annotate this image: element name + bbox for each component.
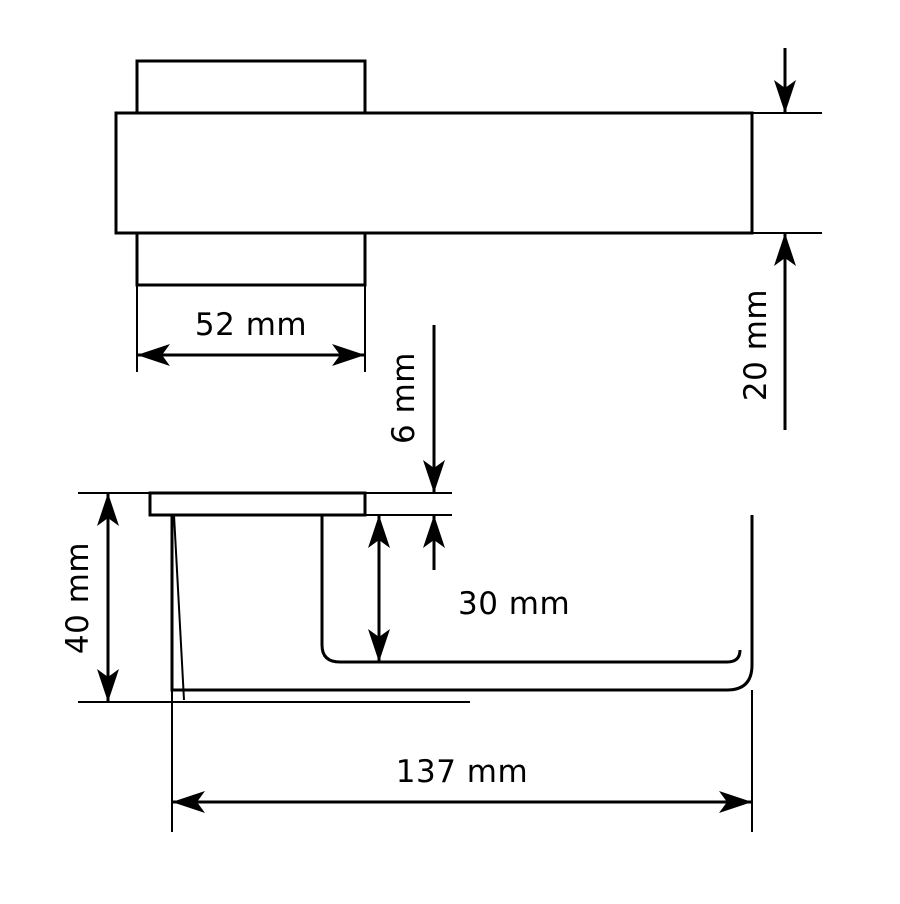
dim-label-40mm: 40 mm bbox=[60, 542, 96, 654]
rosette-plate-side-view bbox=[148, 491, 367, 517]
dim-label-52mm: 52 mm bbox=[195, 307, 307, 343]
handle-body-outline bbox=[170, 515, 754, 692]
neck-sliver-edge bbox=[173, 514, 185, 701]
arrow-down-30mm bbox=[368, 629, 390, 662]
arrow-down-40mm bbox=[97, 669, 119, 702]
arrow-down-6mm bbox=[423, 460, 445, 493]
side-view-group bbox=[78, 491, 754, 832]
arrow-right-52mm bbox=[332, 344, 365, 366]
arrow-up-30mm bbox=[368, 515, 390, 548]
rosette-upper-block bbox=[135, 59, 367, 115]
arrow-left-137mm bbox=[172, 791, 205, 813]
dimension-30mm: 30 mm bbox=[368, 515, 570, 662]
dim-label-6mm: 6 mm bbox=[386, 352, 422, 444]
lever-bar-top-view bbox=[114, 111, 754, 235]
lever-top-contour bbox=[320, 515, 742, 664]
dimension-52mm: 52 mm bbox=[137, 307, 365, 366]
arrow-left-52mm bbox=[137, 344, 170, 366]
dimension-137mm: 137 mm bbox=[172, 754, 752, 813]
dim-label-137mm: 137 mm bbox=[396, 754, 528, 790]
arrow-up-20mm bbox=[774, 233, 796, 266]
top-view-group bbox=[114, 59, 822, 372]
arrow-up-40mm bbox=[97, 493, 119, 526]
rosette-lower-block bbox=[135, 231, 367, 287]
dim-label-20mm: 20 mm bbox=[738, 289, 774, 401]
dimension-6mm: 6 mm bbox=[386, 325, 445, 570]
dim-label-30mm: 30 mm bbox=[458, 586, 570, 622]
dimension-40mm: 40 mm bbox=[60, 493, 119, 702]
arrow-up-6mm bbox=[423, 515, 445, 548]
dimension-20mm: 20 mm bbox=[738, 48, 796, 430]
arrow-right-137mm bbox=[719, 791, 752, 813]
arrow-down-20mm bbox=[774, 80, 796, 113]
rosette-skirt-edges bbox=[136, 284, 366, 372]
